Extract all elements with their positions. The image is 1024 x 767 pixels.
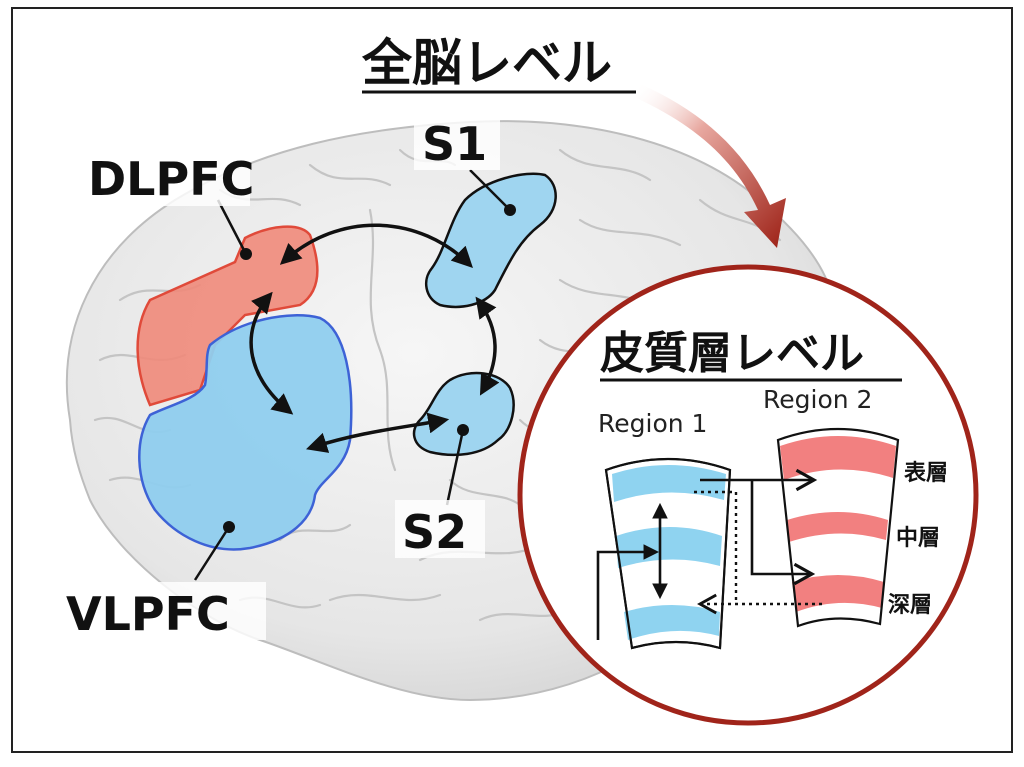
vlpfc-region bbox=[138, 314, 353, 551]
dlpfc-s1-arrow bbox=[279, 223, 473, 268]
laminar-inset: 皮質層レベル Region 1 Region 2 bbox=[517, 264, 979, 726]
s1-label: S1 bbox=[422, 117, 487, 171]
r1-band-middle bbox=[616, 527, 722, 568]
region1-label: Region 1 bbox=[598, 409, 707, 438]
r1-band-deep bbox=[624, 605, 720, 640]
layer-middle-label: 中層 bbox=[896, 526, 940, 551]
dlpfc-label: DLPFC bbox=[88, 152, 254, 206]
layer-deep-label: 深層 bbox=[888, 593, 932, 618]
laminar-title: 皮質層レベル bbox=[600, 328, 864, 379]
whole-brain-title: 全脳レベル bbox=[361, 34, 612, 92]
dlpfc-vlpfc-arrow bbox=[249, 291, 294, 415]
s1-s2-arrow bbox=[475, 296, 500, 396]
layer-superficial-label: 表層 bbox=[904, 461, 948, 486]
region2-label: Region 2 bbox=[763, 385, 872, 414]
dlpfc-region bbox=[136, 225, 319, 407]
r2-band-middle bbox=[787, 512, 888, 542]
s1-region bbox=[424, 172, 557, 309]
label-leaders bbox=[193, 169, 511, 581]
zoom-callout-arrow bbox=[636, 84, 786, 248]
r1-input-arrow bbox=[596, 544, 660, 640]
connection-arrows bbox=[249, 223, 500, 453]
vlpfc-label: VLPFC bbox=[66, 587, 230, 641]
region2-column bbox=[776, 427, 900, 628]
superficial-to-r2-deep-arrow bbox=[750, 480, 816, 586]
vlpfc-s2-arrow bbox=[305, 412, 450, 453]
s2-label: S2 bbox=[402, 505, 467, 559]
feedback-vertical-dotted bbox=[694, 490, 738, 604]
r1-band-superficial bbox=[612, 465, 726, 502]
